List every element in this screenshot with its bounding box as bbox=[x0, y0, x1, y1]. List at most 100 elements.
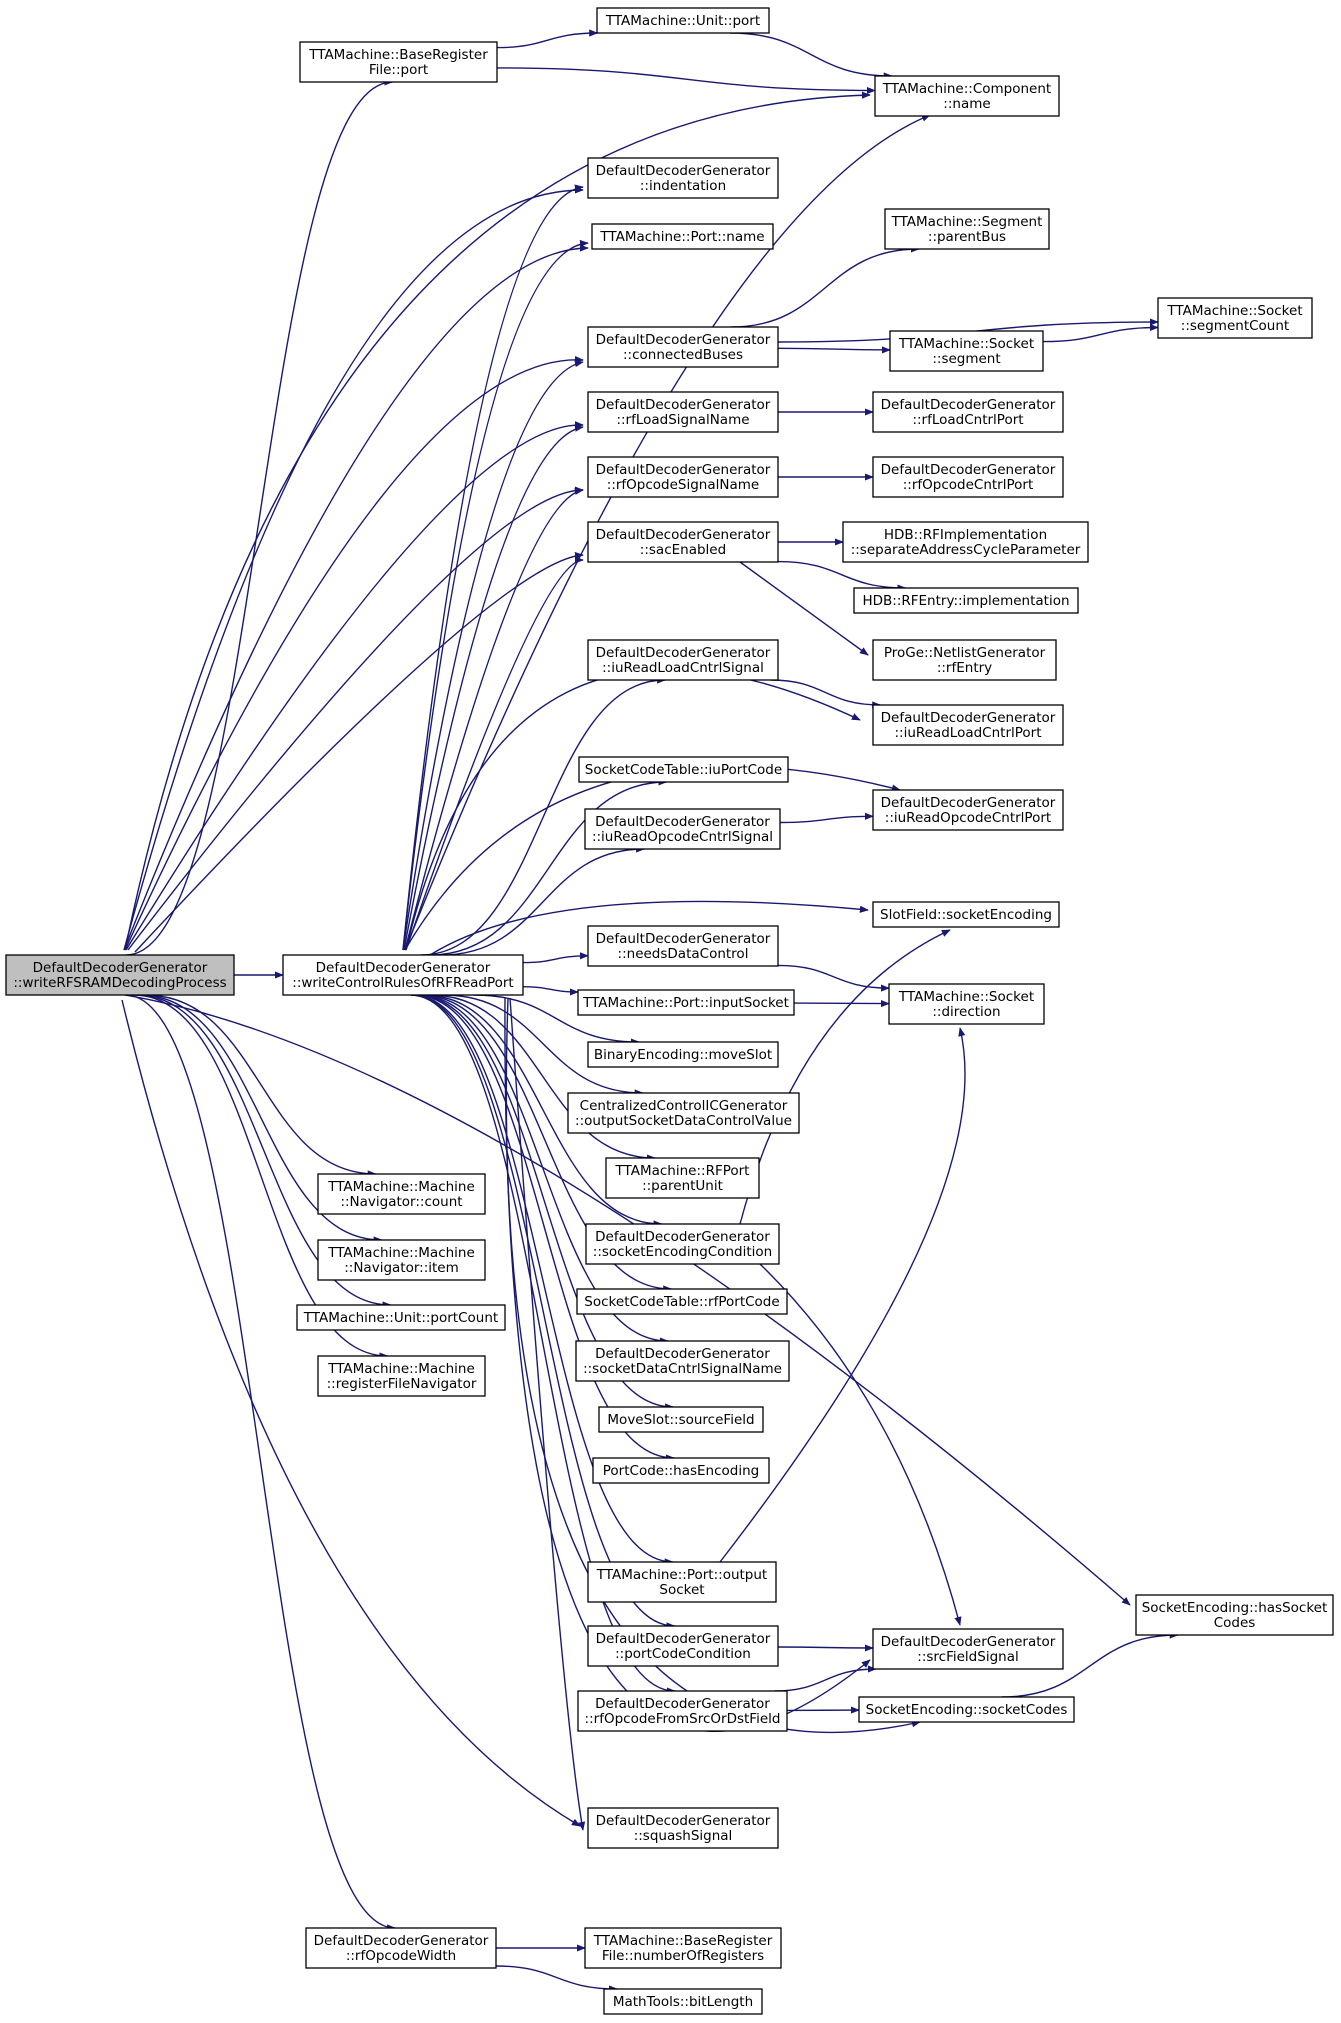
node-label: ::direction bbox=[932, 1004, 1000, 1020]
node-box bbox=[853, 587, 1079, 614]
node-box bbox=[587, 391, 779, 433]
node-label: SlotField::socketEncoding bbox=[880, 907, 1052, 923]
node-label: Codes bbox=[1214, 1615, 1256, 1631]
node-label: CentralizedControlICGenerator bbox=[580, 1098, 788, 1114]
node-seg_parentbus[interactable]: TTAMachine::Segment::parentBus bbox=[884, 208, 1050, 250]
node-label: ::sacEnabled bbox=[640, 542, 726, 558]
node-rfopcwidth[interactable]: DefaultDecoderGenerator::rfOpcodeWidth bbox=[305, 1927, 497, 1969]
edge-writectrl-to-iureadloadport bbox=[405, 668, 861, 951]
node-rfport_parent[interactable]: TTAMachine::RFPort::parentUnit bbox=[605, 1157, 760, 1199]
node-slotfield_enc[interactable]: SlotField::socketEncoding bbox=[872, 901, 1060, 928]
edge-sacenabled-to-hdb_rfentry bbox=[777, 560, 907, 592]
node-box bbox=[587, 157, 779, 199]
node-moveslot_src[interactable]: MoveSlot::sourceField bbox=[598, 1406, 764, 1433]
node-box bbox=[1135, 1594, 1334, 1636]
node-sockdatasig[interactable]: DefaultDecoderGenerator::socketDataCntrl… bbox=[575, 1340, 790, 1382]
edge-writectrl-to-port_inputsock bbox=[522, 986, 579, 996]
node-sct_rfportcode[interactable]: SocketCodeTable::rfPortCode bbox=[576, 1288, 788, 1315]
node-iureadloadport[interactable]: DefaultDecoderGenerator::iuReadLoadCntrl… bbox=[872, 704, 1064, 746]
node-box bbox=[567, 1092, 800, 1134]
node-box bbox=[603, 1988, 763, 2015]
node-label: ::rfOpcodeSignalName bbox=[607, 477, 759, 493]
node-label: DefaultDecoderGenerator bbox=[881, 795, 1056, 811]
node-sockenccond[interactable]: DefaultDecoderGenerator::socketEncodingC… bbox=[585, 1223, 780, 1265]
edge-writectrl-to-binenc_moveslot bbox=[473, 994, 640, 1046]
node-writectrl[interactable]: DefaultDecoderGenerator::writeControlRul… bbox=[282, 954, 524, 996]
node-box bbox=[872, 704, 1064, 746]
node-hdb_rfimpl[interactable]: HDB::RFImplementation::separateAddressCy… bbox=[842, 521, 1089, 563]
node-hdb_rfentry[interactable]: HDB::RFEntry::implementation bbox=[853, 587, 1079, 614]
node-cicg_output[interactable]: CentralizedControlICGenerator::outputSoc… bbox=[567, 1092, 800, 1134]
node-label: TTAMachine::Socket bbox=[898, 336, 1034, 352]
node-srcfieldsig[interactable]: DefaultDecoderGenerator::srcFieldSignal bbox=[872, 1628, 1064, 1670]
edge-writectrl-to-sockdatasig bbox=[417, 994, 669, 1345]
edge-writectrl-to-sct_rfportcode bbox=[420, 994, 673, 1293]
node-label: ::Navigator::count bbox=[340, 1194, 462, 1210]
node-sock_segcount[interactable]: TTAMachine::Socket::segmentCount bbox=[1157, 297, 1313, 339]
node-mach_nav_count[interactable]: TTAMachine::Machine::Navigator::count bbox=[317, 1173, 486, 1215]
node-unit_port[interactable]: TTAMachine::Unit::port bbox=[596, 7, 770, 34]
node-unit_portcount[interactable]: TTAMachine::Unit::portCount bbox=[296, 1304, 506, 1331]
node-box bbox=[299, 41, 498, 83]
node-comp_name[interactable]: TTAMachine::Component::name bbox=[874, 75, 1060, 117]
node-label: Socket bbox=[659, 1582, 704, 1598]
edge-brf_port-to-unit_port bbox=[496, 29, 599, 49]
node-rfloadsig[interactable]: DefaultDecoderGenerator::rfLoadSignalNam… bbox=[587, 391, 779, 433]
node-box bbox=[874, 75, 1060, 117]
node-box bbox=[842, 521, 1089, 563]
node-rfloadcntrl[interactable]: DefaultDecoderGenerator::rfLoadCntrlPort bbox=[872, 391, 1064, 433]
node-sock_segment[interactable]: TTAMachine::Socket::segment bbox=[889, 330, 1044, 372]
node-iureadloadsig[interactable]: DefaultDecoderGenerator::iuReadLoadCntrl… bbox=[587, 639, 779, 681]
node-brf_numregs[interactable]: TTAMachine::BaseRegisterFile::numberOfRe… bbox=[584, 1927, 782, 1969]
node-label: ::rfLoadSignalName bbox=[616, 412, 749, 428]
node-connectedbuses[interactable]: DefaultDecoderGenerator::connectedBuses bbox=[587, 326, 779, 368]
edge-port_outsock-to-sock_direction bbox=[719, 1027, 966, 1563]
node-portcodecond[interactable]: DefaultDecoderGenerator::portCodeConditi… bbox=[587, 1625, 779, 1667]
node-sock_direction[interactable]: TTAMachine::Socket::direction bbox=[888, 983, 1045, 1025]
node-rfopcsig[interactable]: DefaultDecoderGenerator::rfOpcodeSignalN… bbox=[587, 456, 779, 498]
node-box bbox=[598, 1406, 764, 1433]
node-mach_rfnav[interactable]: TTAMachine::Machine::registerFileNavigat… bbox=[317, 1355, 486, 1397]
node-label: ::name bbox=[943, 96, 990, 112]
node-mach_nav_item[interactable]: TTAMachine::Machine::Navigator::item bbox=[317, 1239, 486, 1281]
node-box bbox=[317, 1173, 486, 1215]
node-sockenc_codes[interactable]: SocketEncoding::socketCodes bbox=[858, 1696, 1075, 1723]
node-label: TTAMachine::BaseRegister bbox=[308, 47, 488, 63]
node-port_name[interactable]: TTAMachine::Port::name bbox=[591, 223, 774, 250]
node-label: DefaultDecoderGenerator bbox=[881, 710, 1056, 726]
node-label: TTAMachine::RFPort bbox=[615, 1163, 750, 1179]
node-box bbox=[872, 456, 1064, 498]
edge-sockenccond-to-slotfield_enc bbox=[739, 929, 951, 1225]
node-iureadopcport[interactable]: DefaultDecoderGenerator::iuReadOpcodeCnt… bbox=[872, 789, 1064, 831]
node-proge_rfentry[interactable]: ProGe::NetlistGenerator::rfEntry bbox=[872, 639, 1057, 681]
node-iureadopcsig[interactable]: DefaultDecoderGenerator::iuReadOpcodeCnt… bbox=[584, 808, 781, 850]
node-sacenabled[interactable]: DefaultDecoderGenerator::sacEnabled bbox=[587, 521, 779, 563]
node-box bbox=[872, 789, 1064, 831]
node-sct_iuportcode[interactable]: SocketCodeTable::iuPortCode bbox=[578, 756, 789, 783]
node-label: DefaultDecoderGenerator bbox=[596, 332, 771, 348]
node-portcode_hasenc[interactable]: PortCode::hasEncoding bbox=[592, 1457, 770, 1484]
node-rfopcfromsrc[interactable]: DefaultDecoderGenerator::rfOpcodeFromSrc… bbox=[577, 1690, 788, 1732]
node-root: DefaultDecoderGenerator::writeRFSRAMDeco… bbox=[5, 954, 235, 996]
node-label: ::outputSocketDataControlValue bbox=[575, 1113, 792, 1129]
node-binenc_moveslot[interactable]: BinaryEncoding::moveSlot bbox=[587, 1041, 779, 1068]
edge-root-to-rfopcwidth bbox=[125, 994, 397, 1932]
node-label: ::iuReadLoadCntrlSignal bbox=[602, 660, 764, 676]
node-bitlength[interactable]: MathTools::bitLength bbox=[603, 1988, 763, 2015]
node-box bbox=[585, 1223, 780, 1265]
node-squashsig[interactable]: DefaultDecoderGenerator::squashSignal bbox=[587, 1807, 779, 1849]
node-box bbox=[578, 756, 789, 783]
edge-writectrl-to-rfloadsig bbox=[403, 424, 584, 951]
node-box bbox=[5, 954, 235, 996]
node-rfopccntrl[interactable]: DefaultDecoderGenerator::rfOpcodeCntrlPo… bbox=[872, 456, 1064, 498]
node-needsdata[interactable]: DefaultDecoderGenerator::needsDataContro… bbox=[587, 925, 779, 967]
node-indentation[interactable]: DefaultDecoderGenerator::indentation bbox=[587, 157, 779, 199]
node-label: BinaryEncoding::moveSlot bbox=[594, 1047, 772, 1063]
node-box bbox=[591, 223, 774, 250]
node-box bbox=[596, 7, 770, 34]
node-port_inputsock[interactable]: TTAMachine::Port::inputSocket bbox=[577, 989, 795, 1016]
node-port_outsock[interactable]: TTAMachine::Port::outputSocket bbox=[587, 1561, 777, 1603]
node-box bbox=[587, 1561, 777, 1603]
